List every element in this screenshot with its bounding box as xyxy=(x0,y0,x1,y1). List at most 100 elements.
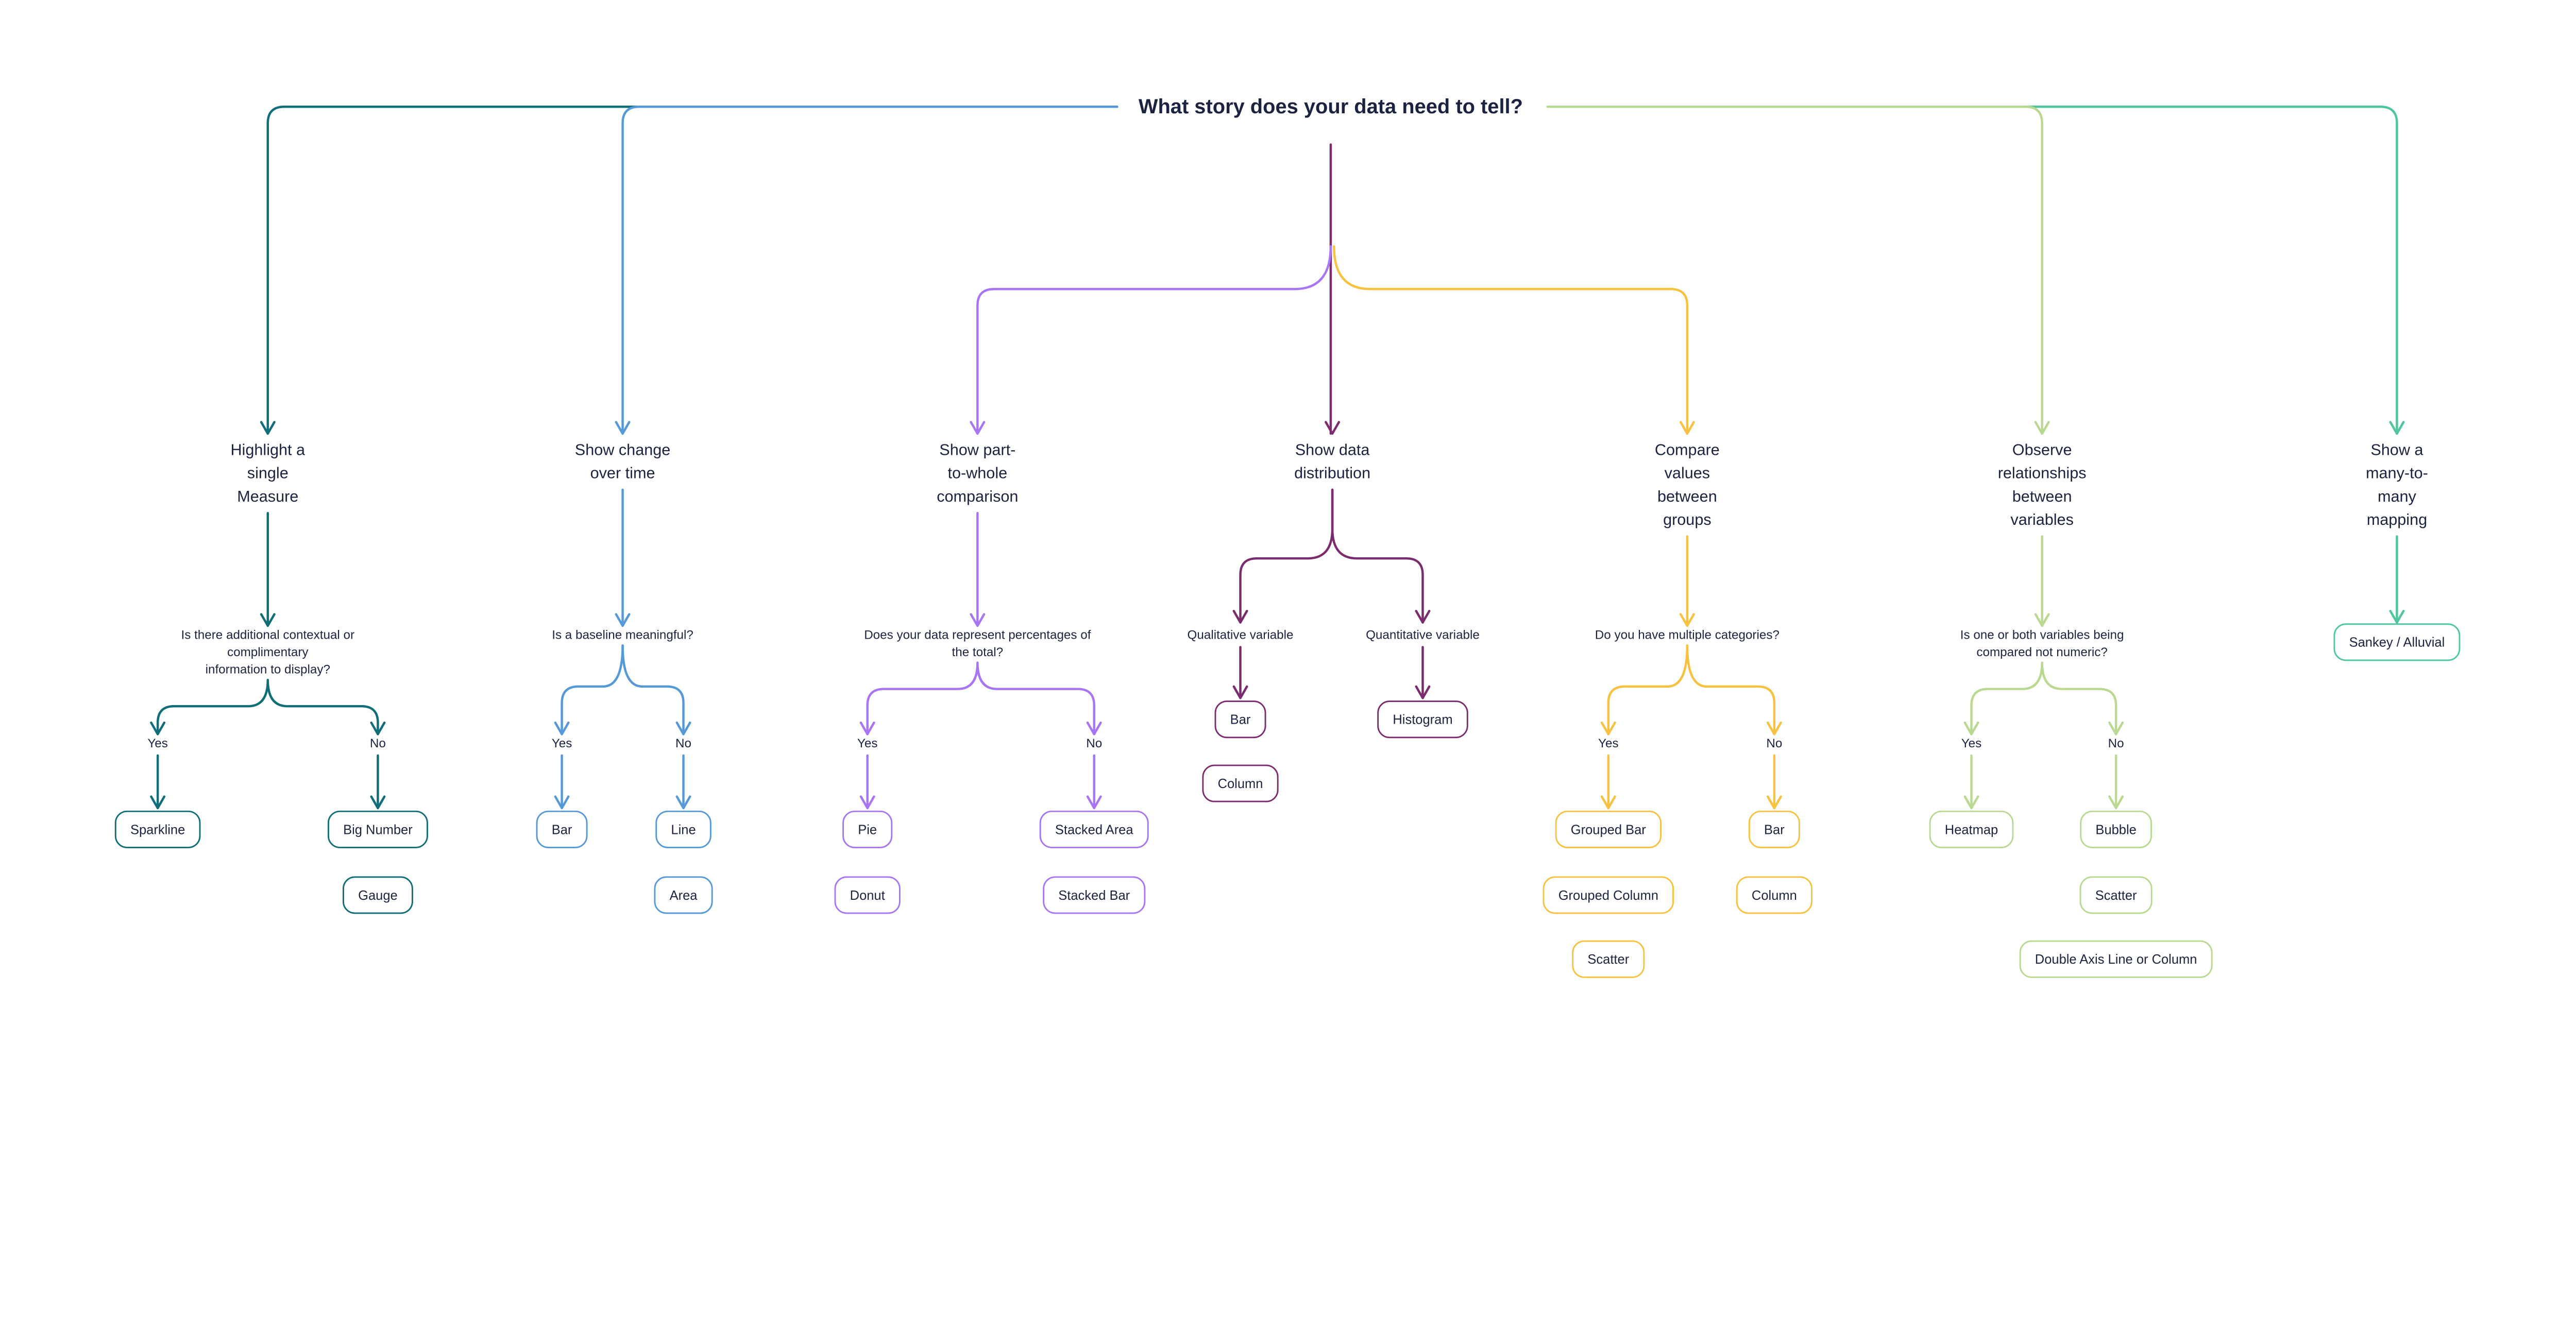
fork-right xyxy=(621,644,685,736)
fork-left xyxy=(1239,488,1334,624)
chart-type-node[interactable]: Big Number xyxy=(327,810,428,848)
arrowhead-icon xyxy=(554,721,570,736)
node-label: Sparkline xyxy=(130,823,185,837)
chart-type-node[interactable]: Line xyxy=(655,810,711,848)
node-box xyxy=(2333,623,2461,661)
question-text: the total? xyxy=(952,645,1003,659)
node-label: Scatter xyxy=(1587,952,1629,967)
chart-type-node[interactable]: Column xyxy=(1202,764,1279,802)
connector-compare xyxy=(1333,245,1689,435)
arrowhead-icon xyxy=(1679,421,1695,435)
node-box xyxy=(2019,940,2213,978)
fork-right xyxy=(266,678,379,736)
chart-type-node[interactable]: Stacked Bar xyxy=(1043,876,1146,914)
question-text: Is a baseline meaningful? xyxy=(552,628,693,642)
node-box xyxy=(1555,810,1662,848)
category-label: Show change xyxy=(575,441,671,458)
answer-label: Yes xyxy=(1598,737,1619,750)
node-box xyxy=(1214,700,1266,739)
answer-label: No xyxy=(2108,737,2124,750)
node-label: Bar xyxy=(1230,713,1251,727)
node-box xyxy=(842,810,893,848)
question-text: complimentary xyxy=(227,645,309,659)
chart-type-node[interactable]: Pie xyxy=(842,810,893,848)
connectors xyxy=(150,106,2405,810)
node-box xyxy=(1202,764,1279,802)
question-text: information to display? xyxy=(206,662,330,676)
answer-label: Yes xyxy=(552,737,572,750)
arrowhead-icon xyxy=(1415,609,1431,624)
node-box xyxy=(114,810,201,848)
node-box xyxy=(654,876,713,914)
arrowhead-icon xyxy=(1766,795,1782,810)
chart-type-node[interactable]: Bar xyxy=(536,810,588,848)
arrowhead-icon xyxy=(970,613,986,627)
chart-type-node[interactable]: Sankey / Alluvial xyxy=(2333,623,2461,661)
node-label: Histogram xyxy=(1393,713,1452,727)
chart-type-node[interactable]: Stacked Area xyxy=(1039,810,1149,848)
arrowhead-icon xyxy=(2108,795,2124,810)
arrowhead-icon xyxy=(1086,795,1102,810)
node-label: Scatter xyxy=(2095,888,2137,903)
chart-type-node[interactable]: Scatter xyxy=(2079,876,2153,914)
arrowhead-icon xyxy=(675,721,691,736)
node-box xyxy=(343,876,413,914)
category-label: Measure xyxy=(237,488,298,505)
category-label: groups xyxy=(1663,511,1711,528)
category-label: Show data xyxy=(1295,441,1370,458)
fork-right xyxy=(1686,644,1776,736)
chart-type-node[interactable]: Area xyxy=(654,876,713,914)
arrowhead-icon xyxy=(150,795,166,810)
category-label: Observe xyxy=(2012,441,2072,458)
fork-right xyxy=(1331,488,1424,624)
fork-left xyxy=(561,644,624,736)
arrowhead-icon xyxy=(554,795,570,810)
chart-type-node[interactable]: Bar xyxy=(1748,810,1800,848)
chart-type-node[interactable]: Double Axis Line or Column xyxy=(2019,940,2213,978)
answer-label: No xyxy=(1766,737,1782,750)
answer-label: No xyxy=(370,737,386,750)
arrowhead-icon xyxy=(260,421,276,435)
node-label: Bar xyxy=(1764,823,1785,837)
answer-label: No xyxy=(675,737,691,750)
node-label: Donut xyxy=(850,888,885,903)
category-label: values xyxy=(1665,465,1710,482)
chart-type-node[interactable]: Gauge xyxy=(343,876,413,914)
arrowhead-icon xyxy=(1415,685,1431,699)
fork-left xyxy=(866,661,979,736)
category-label: over time xyxy=(590,465,655,482)
node-label: Area xyxy=(670,888,698,903)
arrowhead-icon xyxy=(615,421,631,435)
category-label: Show part- xyxy=(939,441,1015,458)
node-label: Column xyxy=(1218,777,1263,791)
chart-type-node[interactable]: Bar xyxy=(1214,700,1266,739)
chart-type-node[interactable]: Heatmap xyxy=(1929,810,2014,848)
chart-type-node[interactable]: Bubble xyxy=(2080,810,2152,848)
arrowhead-icon xyxy=(1963,721,1979,736)
chart-type-node[interactable]: Column xyxy=(1736,876,1812,914)
node-box xyxy=(1572,940,1645,978)
chart-type-node[interactable]: Sparkline xyxy=(114,810,201,848)
chart-type-node[interactable]: Donut xyxy=(834,876,901,914)
node-label: Heatmap xyxy=(1945,823,1998,837)
category-label: between xyxy=(1657,488,1717,505)
category-label: many-to- xyxy=(2366,465,2428,482)
chart-type-node[interactable]: Grouped Column xyxy=(1543,876,1674,914)
fork-left xyxy=(1607,644,1689,736)
arrowhead-icon xyxy=(1232,609,1248,624)
node-label: Bubble xyxy=(2095,823,2136,837)
node-label: Bar xyxy=(552,823,572,837)
arrowhead-icon xyxy=(1766,721,1782,736)
chart-type-node[interactable]: Histogram xyxy=(1377,700,1468,739)
category-label: mapping xyxy=(2367,511,2427,528)
question-text: Is one or both variables being xyxy=(1960,628,2124,642)
category-label: comparison xyxy=(937,488,1018,505)
chart-type-node[interactable]: Grouped Bar xyxy=(1555,810,1662,848)
node-box xyxy=(834,876,901,914)
arrowhead-icon xyxy=(2034,613,2050,627)
question-text: compared not numeric? xyxy=(1976,645,2107,659)
node-box xyxy=(327,810,428,848)
chart-type-node[interactable]: Scatter xyxy=(1572,940,1645,978)
arrowhead-icon xyxy=(615,613,631,627)
